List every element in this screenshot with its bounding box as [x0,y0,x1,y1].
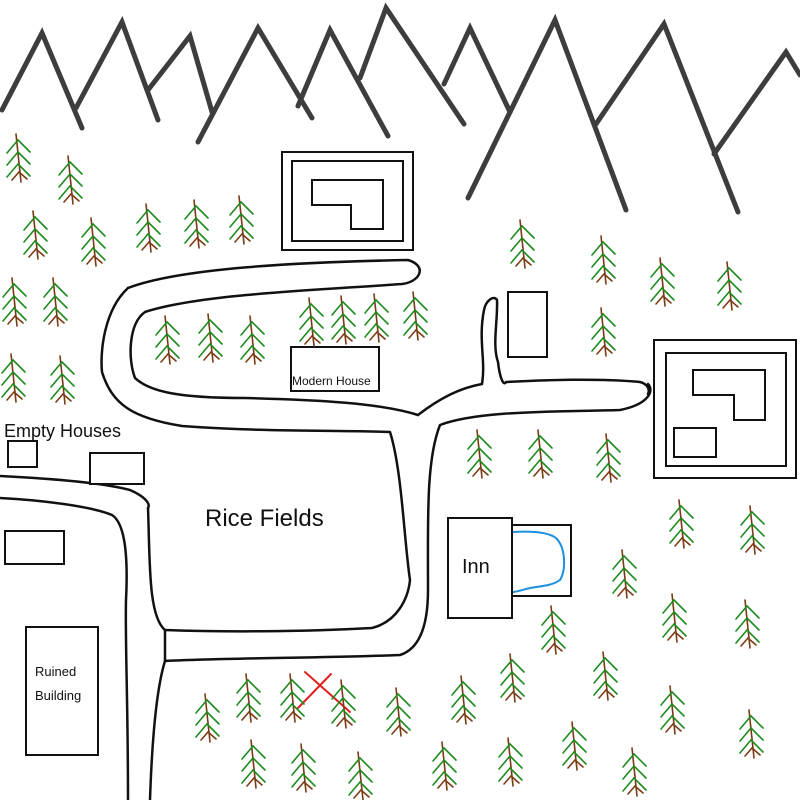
pine-tree-icon [58,155,83,205]
pine-tree-icon [155,315,180,365]
pine-tree-icon [136,203,161,253]
pine-tree-icon [500,653,525,703]
pine-tree-icon [331,679,356,729]
empty-house-2 [89,452,145,485]
east-compound-house [692,369,766,421]
pine-tree-icon [591,307,616,357]
pine-tree-icon [2,277,27,327]
pine-tree-icon [660,685,685,735]
pine-tree-icon [364,293,389,343]
pine-tree-icon [229,195,254,245]
pine-tree-icon [596,433,621,483]
pine-tree-icon [562,721,587,771]
pine-tree-icon [717,261,742,311]
east-compound-shed [673,427,717,458]
pine-tree-icon [467,429,492,479]
empty-houses-label: Empty Houses [4,421,122,441]
pine-tree-icon [280,673,305,723]
pine-tree-icon [195,693,220,743]
modern-house [290,346,380,392]
pine-tree-icon [331,295,356,345]
pine-tree-icon [198,313,223,363]
pine-tree-icon [386,687,411,737]
north-compound-house [311,179,384,230]
pine-tree-icon [6,133,31,183]
pine-tree-icon [184,199,209,249]
modern-house-label: Modern House [292,374,371,388]
pine-tree-icon [299,297,324,347]
x-mark-icon [297,671,351,713]
pine-tree-icon [591,235,616,285]
empty-house-1 [7,440,38,468]
pine-tree-icon [622,747,647,797]
inn-pool-yard [511,524,572,597]
pine-tree-icon [740,505,765,555]
road-network [0,258,652,800]
pine-tree-icon [43,277,68,327]
pine-tree-icon [735,599,760,649]
inn-label: Inn [462,556,490,578]
pine-tree-icon [669,499,694,549]
pine-tree-icon [612,549,637,599]
road-building [507,291,548,358]
buildings [4,151,797,756]
pine-tree-icon [348,751,373,800]
pine-tree-icon [593,651,618,701]
pine-tree-icon [662,593,687,643]
pine-tree-icon [236,673,261,723]
inn-pool [512,530,566,593]
ruined-building [25,626,99,756]
pine-tree-icon [541,605,566,655]
inn-building [447,517,513,619]
pine-forest [1,133,765,800]
ruined-building-label-line2: Building [35,688,82,703]
empty-house-3 [4,530,65,565]
ruined-building-label-line1: Ruined [35,664,77,679]
pine-tree-icon [528,429,553,479]
pine-tree-icon [240,315,265,365]
pine-tree-icon [1,353,26,403]
pine-tree-icon [739,709,764,759]
pine-tree-icon [403,291,428,341]
mountain-range [0,2,800,215]
pine-tree-icon [510,219,535,269]
pine-tree-icon [50,355,75,405]
pine-tree-icon [81,217,106,267]
pine-tree-icon [451,675,476,725]
pine-tree-icon [23,210,48,260]
pine-tree-icon [291,743,316,793]
pine-tree-icon [498,737,523,787]
rice-fields-label: Rice Fields [205,505,324,532]
pine-tree-icon [432,741,457,791]
pine-tree-icon [650,257,675,307]
pine-tree-icon [241,739,266,789]
